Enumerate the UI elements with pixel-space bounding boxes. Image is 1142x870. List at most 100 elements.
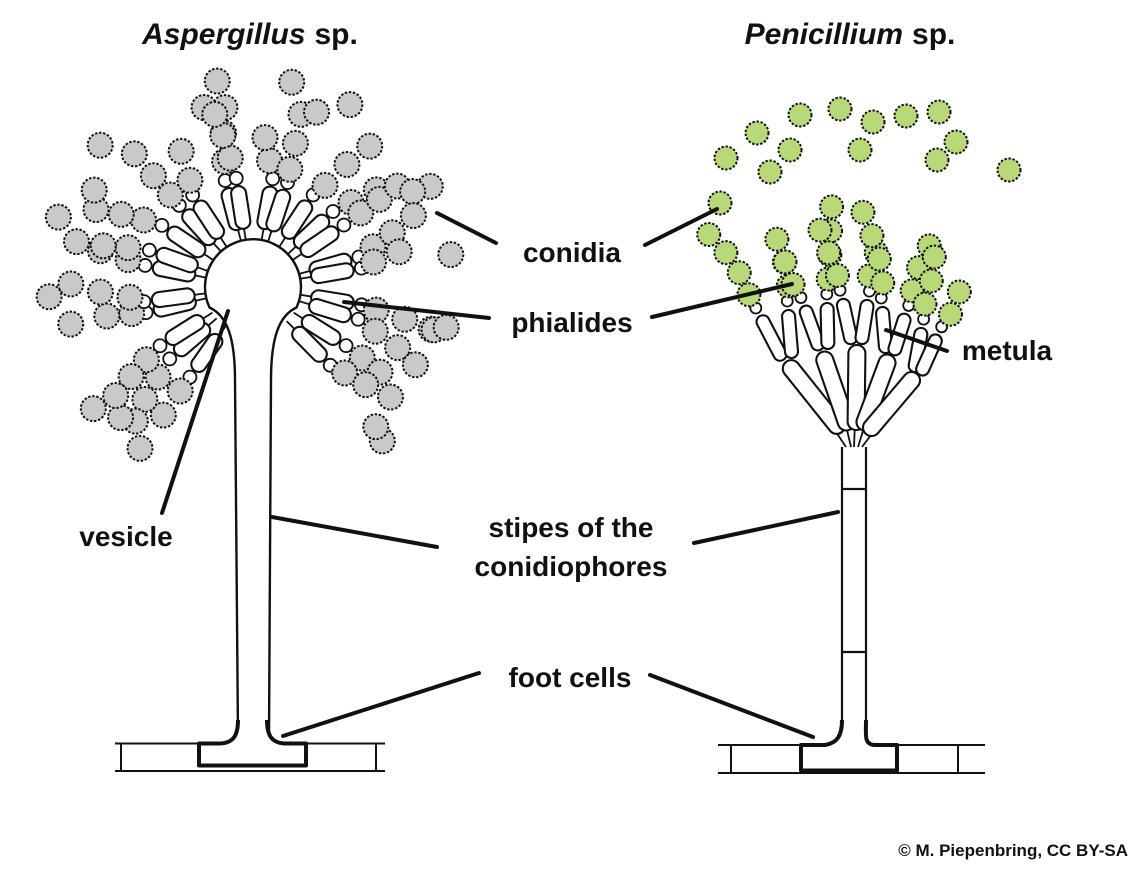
conidium-gray	[156, 181, 184, 209]
conidium-gray	[333, 150, 361, 178]
conidium-green	[860, 109, 886, 135]
conidium-gray	[130, 206, 158, 234]
conidium-gray	[114, 234, 142, 262]
metula-leader	[884, 328, 949, 353]
conidium-green	[696, 221, 722, 247]
phialide	[155, 246, 199, 274]
conidium-gray	[89, 232, 117, 260]
conidium-gray	[107, 200, 135, 228]
conidium-gray	[126, 434, 154, 462]
conidium-gray	[116, 283, 144, 311]
penicillium-hypha	[718, 744, 985, 774]
vesicle-leader	[160, 309, 230, 515]
aspergillus-foot-cell	[197, 719, 308, 768]
conidium-gray	[80, 176, 108, 204]
conidium-green	[866, 246, 892, 272]
conidium-gray	[102, 382, 130, 410]
conidium-green	[918, 268, 944, 294]
conidium-gray	[35, 283, 63, 311]
conidium-gray	[79, 395, 107, 423]
conidium-gray	[311, 171, 339, 199]
conidium-gray	[167, 137, 195, 165]
conidium-green	[926, 99, 952, 125]
label-stipes-line2: conidiophores	[475, 551, 668, 582]
conidium-green	[893, 103, 919, 129]
conidium-green	[777, 137, 803, 163]
connective-cell	[338, 338, 354, 354]
conidium-gray	[399, 178, 427, 206]
conidium-gray	[362, 413, 390, 441]
penicillium-foot-cell	[799, 719, 899, 773]
phialide	[166, 225, 207, 259]
phialide	[755, 314, 788, 362]
conidium-gray	[57, 270, 85, 298]
penicillium-figure	[696, 96, 1022, 774]
conidium-gray	[176, 166, 204, 194]
connective-cell	[154, 217, 170, 233]
credit-text: © M. Piepenbring, CC BY-SA	[898, 841, 1128, 860]
conidium-green	[772, 249, 798, 275]
conidium-green	[827, 96, 853, 122]
conidium-gray	[149, 401, 177, 429]
conidium-gray	[352, 371, 380, 399]
phialide	[854, 298, 875, 346]
conidium-gray	[93, 302, 121, 330]
conidium-gray	[303, 98, 331, 126]
conidium-green	[946, 279, 972, 305]
conidium-gray	[57, 310, 85, 338]
phialides-leader-left	[342, 300, 491, 320]
conidium-gray	[356, 132, 384, 160]
conidium-green	[850, 199, 876, 225]
conidium-gray	[336, 91, 364, 119]
conidium-green	[912, 291, 938, 317]
conidium-gray	[376, 383, 404, 411]
conidium-gray	[201, 100, 229, 128]
phialide	[299, 225, 340, 259]
conidium-gray	[132, 346, 160, 374]
conidium-gray	[384, 334, 412, 362]
aspergillus-vesicle-and-stipe	[203, 238, 303, 738]
conidium-gray	[63, 228, 91, 256]
phialide	[780, 308, 800, 360]
connective-cell	[162, 351, 178, 367]
conidium-gray	[281, 129, 309, 157]
conidium-gray	[359, 248, 387, 276]
metula-cell	[781, 359, 847, 435]
phialide	[819, 301, 836, 351]
conidium-gray	[86, 278, 114, 306]
conidium-green	[816, 240, 842, 266]
conidium-gray	[120, 140, 148, 168]
conidium-gray	[107, 404, 135, 432]
conidium-gray	[139, 162, 167, 190]
conidium-gray	[276, 155, 304, 183]
conidium-gray	[251, 124, 279, 152]
conidium-gray	[166, 377, 194, 405]
conidium-gray	[432, 313, 460, 341]
phialide	[835, 297, 859, 346]
conidium-gray	[44, 203, 72, 231]
conidium-green	[787, 102, 813, 128]
connective-cell	[350, 311, 366, 327]
aspergillus-hypha	[115, 742, 385, 772]
connective-cell	[336, 217, 352, 233]
phialide	[164, 313, 206, 347]
phialides-leader-right	[650, 282, 794, 319]
metula-cell	[855, 353, 897, 432]
conidium-green	[757, 159, 783, 185]
foot-cells-leader-right	[648, 673, 815, 739]
stipes-leader-right	[692, 510, 840, 545]
penicillium-brush	[696, 96, 1022, 448]
conidium-green	[937, 301, 963, 327]
phialide	[291, 325, 328, 363]
conidium-green	[924, 147, 950, 173]
connective-cell	[152, 338, 168, 354]
conidium-green	[847, 137, 873, 163]
conidium-gray	[347, 199, 375, 227]
conidium-gray	[131, 385, 159, 413]
conidium-green	[870, 270, 896, 296]
conidium-gray	[203, 67, 231, 95]
conidium-green	[807, 217, 833, 243]
